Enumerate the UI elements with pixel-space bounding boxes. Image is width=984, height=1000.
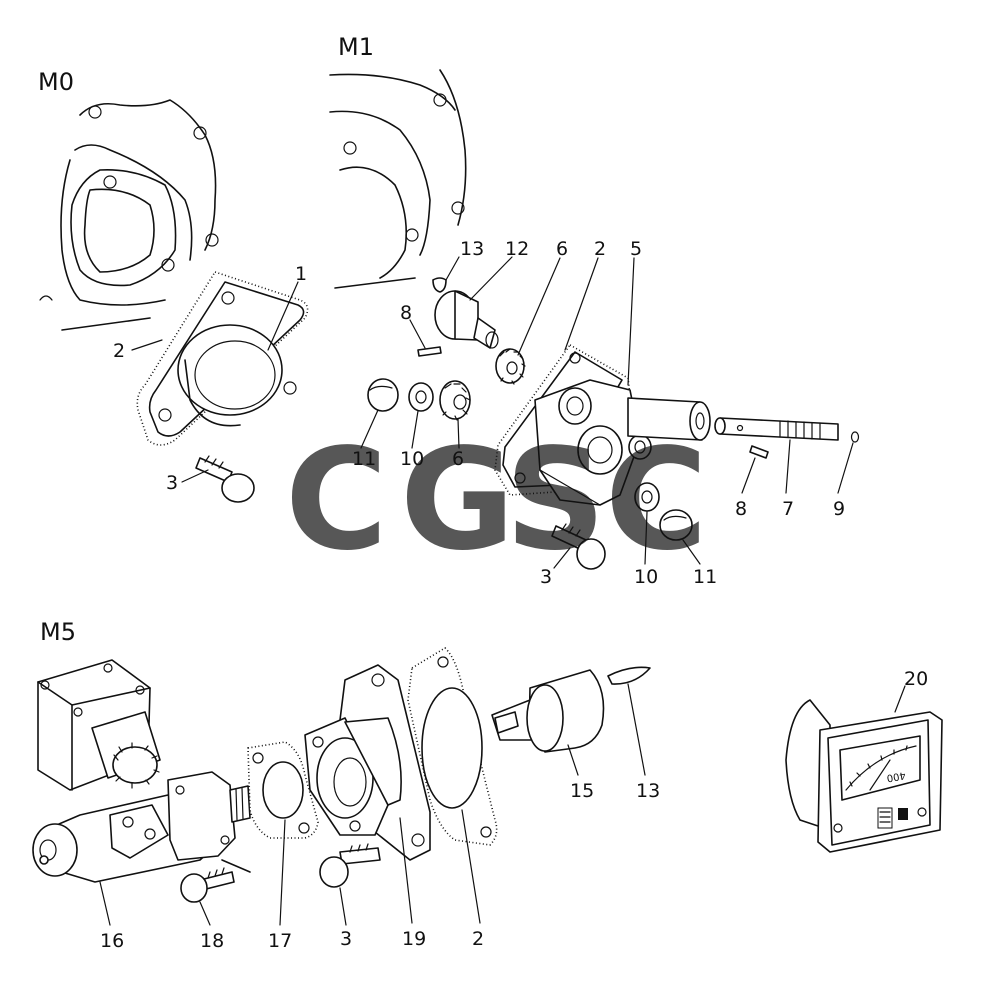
watermark-logo: C G S C xyxy=(285,419,708,582)
leader-m1-2 xyxy=(564,257,599,351)
leader-m1-8b xyxy=(741,457,756,494)
leader-m5-13 xyxy=(627,683,646,776)
callout-m1-8b: 8 xyxy=(735,498,747,520)
leader-m5-2 xyxy=(461,809,481,924)
m1-shaft xyxy=(714,417,839,441)
callout-m1-11a: 11 xyxy=(352,448,376,470)
callout-m5-17: 17 xyxy=(268,930,292,952)
leader-m5-17 xyxy=(279,819,286,926)
m1-gear-lower xyxy=(439,380,471,421)
m1-pin-right xyxy=(749,445,769,459)
leader-m5-20 xyxy=(894,685,906,713)
leader-m1-12 xyxy=(469,256,513,301)
leader-m5-18 xyxy=(199,901,211,926)
m1-pump-housing xyxy=(494,343,711,506)
leader-m1-8a xyxy=(409,319,426,349)
m1-bushing-right xyxy=(634,482,660,512)
m1-bushing-left xyxy=(408,382,434,412)
m5-coupling xyxy=(491,669,605,753)
callout-m5-20: 20 xyxy=(904,668,928,690)
leader-m1-6a xyxy=(517,257,561,356)
svg-text:G: G xyxy=(400,419,515,582)
callout-m0-1: 1 xyxy=(295,263,307,285)
callout-m1-6a: 6 xyxy=(556,238,568,260)
leader-m0-2 xyxy=(131,339,163,351)
callout-m1-11b: 11 xyxy=(693,566,717,588)
callout-m5-15: 15 xyxy=(570,780,594,802)
leader-m1-10a xyxy=(411,410,419,449)
callout-m0-2: 2 xyxy=(113,340,125,362)
callout-m0-3: 3 xyxy=(166,472,178,494)
leader-m5-19 xyxy=(399,817,413,924)
m5-gauge: 400 xyxy=(785,699,943,853)
leader-m1-11b xyxy=(682,539,701,565)
callout-m5-13: 13 xyxy=(636,780,660,802)
gauge-scale-text: 400 xyxy=(886,769,907,783)
leader-m1-7 xyxy=(785,439,791,494)
m5-flange-plate xyxy=(304,664,431,861)
callout-m1-8a: 8 xyxy=(400,302,412,324)
leader-m5-16 xyxy=(99,881,111,926)
m1-cap-right xyxy=(659,509,693,541)
m5-gasket-small xyxy=(247,741,319,839)
leader-m1-11a xyxy=(360,409,379,449)
m5-key xyxy=(607,666,651,685)
section-label-m1: M1 xyxy=(338,33,374,61)
m0-bolt xyxy=(195,455,255,503)
m1-gear-upper xyxy=(495,348,526,385)
callout-m1-6b: 6 xyxy=(452,448,464,470)
leader-m1-5 xyxy=(627,257,635,386)
callout-m5-16: 16 xyxy=(100,930,124,952)
m5-bolt-small xyxy=(180,867,235,903)
m0-bearing-cover xyxy=(148,281,305,437)
callout-m5-2: 2 xyxy=(472,928,484,950)
leader-m1-10b xyxy=(644,511,648,565)
section-label-m0: M0 xyxy=(38,68,74,96)
callout-m1-7: 7 xyxy=(782,498,794,520)
section-label-m5: M5 xyxy=(40,618,76,646)
m5-gasket-large xyxy=(407,647,498,846)
m5-motor-unit xyxy=(32,659,251,883)
leader-m1-13 xyxy=(445,256,460,281)
m5-bolt-medium xyxy=(319,843,381,888)
leader-m1-6b xyxy=(457,418,460,449)
m1-ring xyxy=(850,431,860,443)
callout-m1-10a: 10 xyxy=(400,448,424,470)
leader-m5-3 xyxy=(339,887,347,926)
leader-m1-3 xyxy=(553,547,571,569)
svg-text:C: C xyxy=(285,419,388,582)
callout-m5-19: 19 xyxy=(402,928,426,950)
svg-text:S: S xyxy=(505,419,606,582)
m1-cap-left xyxy=(367,378,399,412)
leader-m0-3 xyxy=(181,469,209,483)
callout-m5-18: 18 xyxy=(200,930,224,952)
callout-m1-2: 2 xyxy=(594,238,606,260)
callout-m1-5: 5 xyxy=(630,238,642,260)
m1-housing-outline xyxy=(329,69,467,289)
leader-m5-15 xyxy=(567,744,579,776)
m1-drive-shaft xyxy=(434,290,499,349)
m1-pin-upper xyxy=(417,346,442,357)
gauge-logo-icon xyxy=(898,808,908,820)
callout-m1-9: 9 xyxy=(833,498,845,520)
leader-m1-9 xyxy=(837,442,854,494)
m0-housing-outline xyxy=(39,99,219,331)
callout-m1-3: 3 xyxy=(540,566,552,588)
callout-m5-3: 3 xyxy=(340,928,352,950)
m1-bolt xyxy=(551,523,606,570)
callout-m1-10b: 10 xyxy=(634,566,658,588)
callout-m1-12: 12 xyxy=(505,238,529,260)
m1-key xyxy=(432,277,447,293)
gauge-badge-icon xyxy=(877,807,893,829)
callout-m1-13: 13 xyxy=(460,238,484,260)
leader-m0-1 xyxy=(267,281,299,351)
svg-text:C: C xyxy=(605,419,708,582)
